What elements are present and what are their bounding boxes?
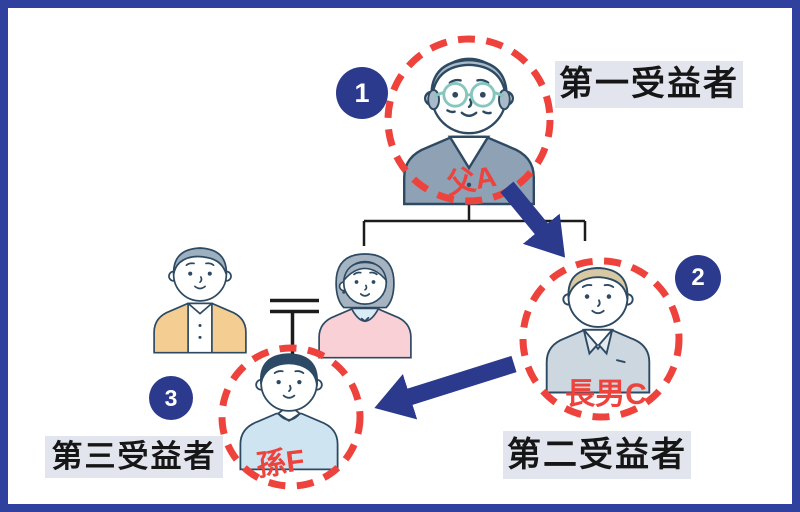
step-badge-3: 3	[149, 376, 193, 420]
glasses-icon	[433, 81, 505, 108]
step-badge-2: 2	[675, 255, 721, 301]
eldest-son-name: 長男C	[565, 378, 647, 411]
dashed-circle-first-beneficiary	[384, 35, 554, 205]
family-tree-lines	[362, 202, 587, 246]
first-beneficiary-label: 第一受益者	[555, 61, 743, 108]
arrow-first-to-second-icon	[500, 181, 566, 258]
arrow-second-to-third-icon	[374, 355, 517, 420]
eldest-son-illustration	[545, 267, 651, 394]
relative-woman-illustration	[318, 253, 412, 359]
elderly-father-illustration	[402, 57, 536, 206]
second-beneficiary-label: 第二受益者	[503, 431, 691, 479]
third-beneficiary-label: 第三受益者	[45, 436, 223, 478]
relative-man-illustration	[153, 247, 247, 354]
diagram-canvas	[153, 35, 683, 490]
step-badge-1: 1	[336, 67, 388, 119]
dashed-circle-third-beneficiary	[218, 344, 364, 490]
dashed-circle-second-beneficiary	[519, 257, 683, 421]
grandson-illustration	[239, 353, 339, 471]
